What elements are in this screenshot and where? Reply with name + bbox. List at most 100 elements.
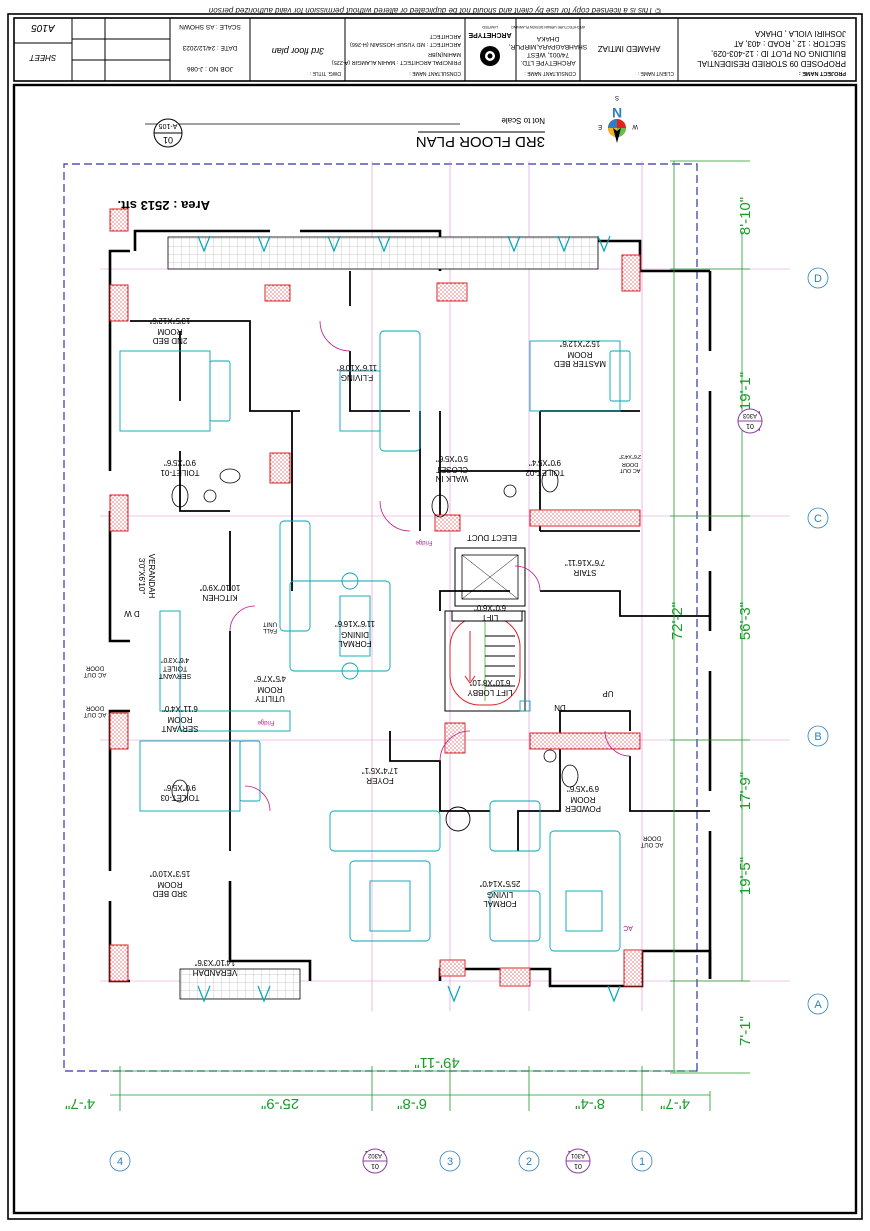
client-name-label: CLIENT NAME : [638, 70, 674, 76]
grid-col-2: 2 [526, 1156, 532, 1168]
room-servant-room-name: SERVANTROOM [161, 715, 198, 733]
consultant-line-2: 74/001, WEST [527, 51, 569, 58]
ac-label: AC [623, 924, 633, 931]
grid-bubbles [109, 267, 829, 1172]
north-s: S [615, 94, 619, 100]
room-lift-name: LIFT [482, 613, 499, 622]
dim-right-seg-3: 17'-9" [737, 772, 754, 810]
grid-col-1: 1 [639, 1156, 645, 1168]
room-kitchen-size: 10'10"X9'0" [199, 583, 240, 592]
plan-callout: 01 A-105 [153, 118, 183, 148]
room-formal-dining-name: FORMALDINING [338, 630, 372, 648]
room-ac-out-door-size: 2'6"X4'3" [619, 453, 641, 459]
stair-lift-core [444, 547, 526, 712]
verandah-top-tiles [167, 236, 599, 270]
section-markers: 01 A301 01 A303 01 A302 [362, 408, 763, 1174]
section-a301-ref: A301 [570, 1152, 585, 1158]
dim-bottom-seg-3: 6'-8" [397, 1095, 427, 1112]
section-a303-num: 01 [746, 422, 754, 429]
room-elect-duct-name: ELECT DUCT [467, 533, 517, 542]
room-f-living-name: F.LIVING [341, 373, 373, 382]
inner-frame [12, 83, 858, 1215]
plan-scale-note: Not to Scale [501, 116, 545, 125]
room-verandah-bottom-name: VERANDAH [193, 968, 238, 977]
room-toilet-03-size: 9'0"X5'6" [164, 783, 196, 792]
project-name-line-3: SECTOR : 12 , ROAD : 403, AT [734, 39, 846, 48]
room-utility-room-name: UTILITYROOM [254, 685, 284, 703]
plan-area: Area : 2513 sft. [118, 198, 211, 213]
room-2nd-bed-size: 13'5"X12'6" [149, 316, 190, 325]
fridge-label-1: Fridge [415, 539, 433, 545]
door-swings [229, 320, 631, 812]
room-lift-lobby-name: LIFT LOBBY [467, 688, 513, 697]
dim-bottom-total: 49'-11" [414, 1054, 459, 1071]
grid-row-c: C [814, 513, 822, 525]
room-foyer-size: 17'4"X5'1" [362, 766, 398, 775]
plan-callout-num: 01 [163, 135, 173, 145]
consultant-label: CONSULTANT NAME : [524, 70, 576, 76]
client-name: AHAMED IMTIAZ [598, 44, 661, 53]
dimension-text-vertical: 72'-2" 56'-3" 8'-10" 19'-1" 17'-9" 19'-5… [669, 197, 754, 1046]
dim-right-seg-5: 7'-1" [737, 1016, 754, 1046]
project-name-line-1: PROPOSED 09 STORIED RESIDENTIAL [697, 59, 846, 68]
room-lift-lobby-size: 6'10"X8'10" [469, 678, 510, 687]
copyright-note: © This is a licensed copy for use by cli… [208, 6, 661, 15]
room-toilet-01-name: TOILET-01 [160, 468, 200, 477]
grid-row-a: A [814, 999, 822, 1011]
room-stair-name: STAIR [573, 568, 596, 577]
room-formal-living-size: 25'5"X14'0" [479, 879, 520, 888]
room-powder-room-size: 6'9"X5'6" [567, 784, 599, 793]
drawing-title: 3rd floor plan [272, 46, 325, 56]
room-powder-room-name: POWDERROOM [565, 795, 601, 813]
north-e: E [598, 123, 602, 129]
section-marker-a303: 01 A303 [737, 408, 763, 434]
architect-line-2: MAHIN(N)BR [428, 51, 461, 57]
section-a301-num: 01 [574, 1162, 582, 1169]
room-utility-room-size: 4'5"X7'6" [254, 674, 286, 683]
grid-col-3: 3 [447, 1156, 453, 1168]
plan-callout-ref: A-105 [159, 122, 178, 129]
dim-bottom-seg-5: 4'-7" [65, 1095, 95, 1112]
room-formal-living-name: FORMALLIVING [483, 890, 517, 908]
room-servant-room-size: 6'11"X4'0" [162, 704, 198, 713]
plan-title: 3RD FLOOR PLAN [416, 133, 545, 150]
dimension-text-horizontal: 49'-11" 4'-7" 25'-9" 6'-8" 8'-4" 4'-7" [65, 1054, 690, 1112]
architect-line-4: ARCHITECT [429, 33, 461, 39]
site-boundary [63, 163, 698, 1072]
architect-line-3: ARCHITECT : MD YUSUF HOSSAIN (H-266) [350, 41, 461, 47]
archetype-logo: ARCHETYPE LIMITED [468, 25, 512, 66]
room-verandah-side-size: 3'0"X6'10" [137, 558, 146, 594]
ac-out-door-2: AC OUTDOOR [83, 704, 106, 717]
room-servant-toilet-name: SERVANTTOILET [158, 664, 191, 679]
dim-bottom-seg-2: 25'-9" [261, 1095, 299, 1112]
ac-out-door-3: AC OUTDOOR [640, 834, 663, 847]
fall-unit-label: FALLUNIT [262, 620, 277, 633]
project-name-line-2: BUILDING ON PLOT ID : 12-403-029, [711, 49, 846, 58]
dim-right-seg-1: 8'-10" [737, 197, 754, 235]
ac-out-door-1: AC OUTDOOR [83, 664, 106, 677]
consultant-line-1: ARCHETYPE LTD. [520, 59, 575, 66]
room-verandah-bottom-size: 14'10"X3'6" [194, 958, 235, 967]
consultant-sub: ARCHITECTURE URBAN DESIGN PLANNING [511, 25, 585, 29]
drawing-title-label: DWG. TITLE : [310, 70, 341, 76]
dw-label: D W [124, 609, 140, 618]
sheet-number: A105 [31, 22, 56, 33]
dimension-chain-vertical [670, 160, 750, 1074]
consultant-line-3: SHAHBAGPARA,MIRPUR, [509, 43, 587, 50]
dim-right-sub: 56'-3" [737, 602, 754, 640]
fridge-label-2: Fridge [257, 719, 275, 725]
dim-right-total: 72'-2" [669, 602, 686, 640]
logo-sub: LIMITED [482, 25, 498, 30]
north-n: N [612, 105, 622, 121]
grid-col-4: 4 [117, 1156, 123, 1168]
dimension-chain-horizontal [110, 1066, 711, 1111]
architect-label: CONSULTANT NAME : [409, 70, 461, 76]
dim-bottom-seg-1: 4'-7" [660, 1095, 690, 1112]
section-a303-ref: A303 [742, 412, 757, 418]
room-toilet-03-name: TOILET-03 [160, 793, 200, 802]
stair-dn-label: DN [554, 703, 566, 712]
room-2nd-bed-name: 2ND BEDROOM [152, 327, 187, 345]
job-number: JOB NO : J-086 [187, 65, 233, 72]
windows [197, 235, 621, 1003]
